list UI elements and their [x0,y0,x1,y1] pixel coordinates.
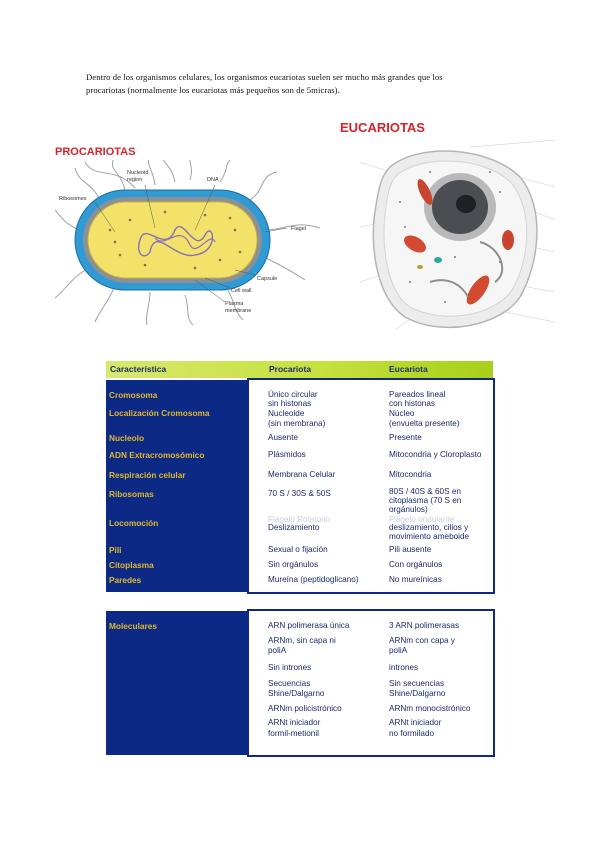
euk-mol-6a: ARNt iniciador [389,718,442,727]
dna-strand [138,225,214,257]
euk-mol-4b: Shine/Dalgarno [389,689,446,698]
euk-locomocion-2: deslizamiento, cilios y [389,523,469,532]
ribosome-dots [108,210,242,270]
euk-locomocion-3: movimiento ameboide [389,532,470,541]
label-dna: DNA [207,177,219,183]
intro-line-2: procariotas (normalmente los eucariotas … [86,85,340,95]
euk-nucleolo: Presente [389,433,422,442]
pro-mol-4a: Secuencias [268,679,311,688]
pro-pili: Sexual o fijación [268,545,328,554]
table2-value-area [247,609,495,757]
row-label-paredes: Paredes [109,575,142,585]
euk-mol-5: ARNm monocistrónico [389,704,471,713]
label-capsule: Capsule [257,276,277,282]
row-label-citoplasma: Citoplasma [109,560,154,570]
euk-pili: Pili ausente [389,545,432,554]
row-label-ribosomas: Ribosomas [109,489,154,499]
row-label-respiracion: Respiración celular [109,470,186,480]
euk-mol-2a: ARNm con capa y [389,636,455,645]
prokaryote-cell-illustration: Nucleoid region DNA Ribosomes Flagel Cap… [55,160,321,325]
header-eukaryote: Eucariota [389,364,428,374]
eukaryote-title: EUCARIOTAS [340,120,425,135]
row-label-adn-extra: ADN Extracromosómico [109,450,205,460]
label-region: region [127,177,142,183]
euk-ribosomas-2: citoplasma (70 S en [389,496,462,505]
euk-mol-3: intrones [389,663,419,672]
pro-locomocion-1: Flagelo Rotatorio [268,515,331,524]
pro-locomocion-2: Deslizamiento [268,523,320,532]
pro-citoplasma: Sin orgánulos [268,560,319,569]
label-ribosomes: Ribosomes [59,196,87,202]
pro-localizacion-1: Nucleoide [268,409,305,418]
prokaryote-title: PROCARIOTAS [55,146,136,158]
euk-ribosomas-3: orgánulos) [389,505,428,514]
euk-citoplasma: Con orgánulos [389,560,443,569]
pro-nucleolo: Ausente [268,433,299,442]
characteristics-table-header: Característica Procariota Eucariota [106,361,493,378]
euk-localizacion-1: Núcleo [389,409,415,418]
pro-adn-extra: Plásmidos [268,450,306,459]
pro-mol-6a: ARNt iniciador [268,718,321,727]
euk-cromosoma-2: con histonas [389,399,435,408]
pro-respiracion: Membrana Celular [268,470,336,479]
pro-paredes: Mureína (peptidoglicano) [268,575,359,584]
pro-cromosoma-2: sin histonas [268,399,312,408]
pro-mol-1: ARN polimerasa única [268,621,350,630]
header-characteristic: Característica [110,364,167,374]
euk-mol-6b: no formilado [389,729,435,738]
intro-line-1: Dentro de los organismos celulares, los … [86,72,443,82]
euk-ribosomas-1: 80S / 40S & 60S en [389,487,461,496]
euk-cromosoma-1: Pareados lineal [389,390,446,399]
intro-paragraph: Dentro de los organismos celulares, los … [86,71,516,97]
pro-mol-3: Sin intrones [268,663,312,672]
label-cell-wall: Cell wall [231,288,251,294]
euk-respiracion: Mitocondria [389,470,432,479]
euk-mol-4a: Sin secuencias [389,679,445,688]
row-label-localizacion: Localización Cromosoma [109,408,210,418]
table1-value-area [247,378,495,594]
pro-mol-2b: poliA [268,646,287,655]
row-label-locomocion: Locomoción [109,518,159,528]
row-label-nucleolo: Nucleolo [109,433,145,443]
pro-ribosomas: 70 S / 30S & 50S [268,489,331,498]
euk-mol-2b: poliA [389,646,408,655]
pro-mol-2a: ARNm, sin capa ni [268,636,336,645]
label-nucleoid: Nucleoid [127,170,148,176]
eukaryote-cell-illustration [360,139,556,331]
header-prokaryote: Procariota [269,364,312,374]
pro-mol-5: ARNm policistrónico [268,704,342,713]
pili [55,160,321,325]
label-plasma: Plasma [225,301,244,307]
row-label-pili: Pili [109,545,122,555]
euk-localizacion-2: (envuelta presente) [389,419,460,428]
row-label-moleculares: Moleculares [109,621,157,631]
pro-mol-4b: Shine/Dalgarno [268,689,325,698]
pro-cromosoma-1: Único circular [268,390,318,399]
table1-label-column [106,380,247,592]
euk-locomocion-1: Flagelo ondulante [389,515,455,524]
euk-mol-1: 3 ARN polimerasas [389,621,460,630]
label-membrane: membrane [225,308,251,314]
euk-adn-extra: Mitocondria y Cloroplasto [389,450,482,459]
row-label-cromosoma: Cromosoma [109,390,158,400]
label-flagel: Flagel [291,226,306,232]
table2-label-column [106,611,247,755]
pro-localizacion-2: (sin membrana) [268,419,326,428]
euk-paredes: No mureínicas [389,575,442,584]
pro-mol-6b: formil-metionil [268,729,319,738]
